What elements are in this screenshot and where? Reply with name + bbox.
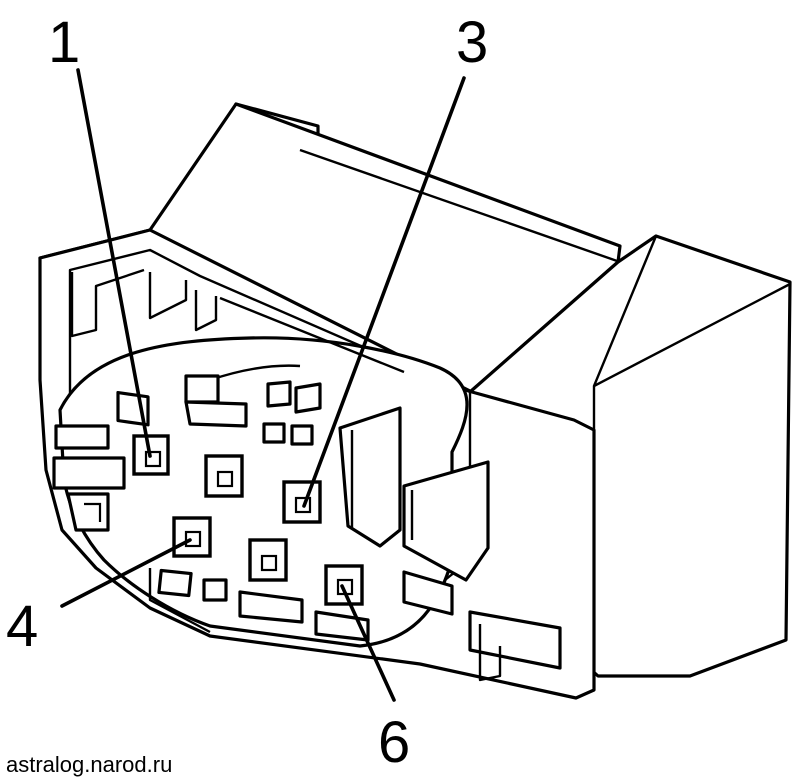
callout-6-label: 6 — [378, 710, 410, 775]
connector-housing — [38, 102, 792, 700]
pin-6-terminal — [324, 564, 364, 606]
source-credit: astralog.narod.ru — [6, 752, 172, 777]
leader-line-6 — [340, 584, 396, 702]
pin-2-terminal — [204, 454, 244, 498]
leader-line-4 — [60, 538, 192, 608]
pin-3-terminal — [282, 480, 322, 524]
pin-array — [132, 434, 364, 606]
leader-line-3 — [302, 76, 466, 508]
callout-1-label: 1 — [48, 10, 80, 75]
callout-3-label: 3 — [456, 10, 488, 75]
pin-5-terminal — [248, 538, 288, 582]
leader-line-1 — [76, 68, 152, 458]
pin-4-terminal — [172, 516, 212, 558]
callout-4-label: 4 — [6, 594, 38, 659]
